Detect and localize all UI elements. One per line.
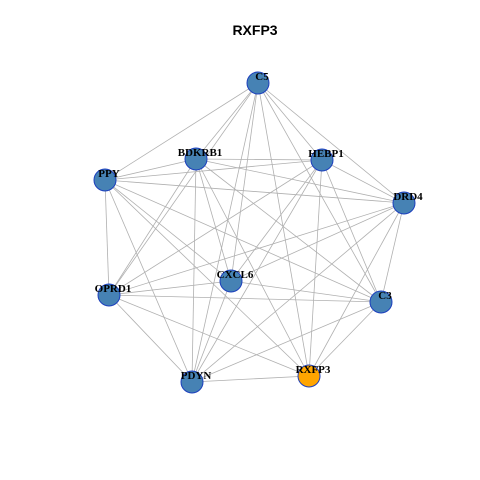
edge-ppy-cxcl6 <box>104 179 232 282</box>
edge-hebp1-drd4 <box>321 159 405 204</box>
edge-bdkrb1-ppy <box>104 158 197 181</box>
node-label: DRD4 <box>393 191 423 203</box>
node-circle <box>93 168 117 192</box>
node-label: BDKRB1 <box>178 147 223 159</box>
edge-bdkrb1-rxfp3 <box>195 158 310 377</box>
node-drd4: DRD4 <box>392 191 423 215</box>
node-label: PDYN <box>181 370 212 382</box>
edge-layer <box>104 82 405 383</box>
node-circle <box>97 283 121 307</box>
edge-c5-bdkrb1 <box>195 82 259 160</box>
graph-title: RXFP3 <box>232 22 277 38</box>
edge-bdkrb1-pdyn <box>191 158 197 383</box>
node-rxfp3: RXFP3 <box>296 364 331 388</box>
node-label: C3 <box>378 290 392 302</box>
node-circle <box>180 370 204 394</box>
node-circle <box>310 148 334 172</box>
node-circle <box>219 269 243 293</box>
edge-c5-oprd1 <box>108 82 259 296</box>
edge-drd4-rxfp3 <box>308 202 405 377</box>
edge-drd4-oprd1 <box>108 202 405 296</box>
edge-cxcl6-pdyn <box>191 280 232 383</box>
node-circle <box>392 191 416 215</box>
edge-c5-cxcl6 <box>230 82 259 282</box>
node-bdkrb1: BDKRB1 <box>178 147 223 171</box>
node-label: OPRD1 <box>95 283 132 295</box>
edge-ppy-rxfp3 <box>104 179 310 377</box>
node-ppy: PPY <box>93 168 120 192</box>
edge-oprd1-c3 <box>108 294 382 303</box>
node-circle <box>369 290 393 314</box>
edge-ppy-c3 <box>104 179 382 303</box>
node-label: CXCL6 <box>217 269 254 281</box>
node-label: C5 <box>255 71 269 83</box>
edge-ppy-drd4 <box>104 179 405 204</box>
edge-c5-c3 <box>257 82 382 303</box>
edge-hebp1-ppy <box>104 159 323 181</box>
edge-cxcl6-c3 <box>230 280 382 303</box>
node-circle <box>297 364 321 388</box>
edge-drd4-pdyn <box>191 202 405 383</box>
edge-pdyn-rxfp3 <box>191 375 310 383</box>
edge-bdkrb1-drd4 <box>195 158 405 204</box>
node-circle <box>184 147 208 171</box>
edge-drd4-cxcl6 <box>230 202 405 282</box>
edge-c5-rxfp3 <box>257 82 310 377</box>
node-circle <box>246 71 270 95</box>
edge-c3-rxfp3 <box>308 301 382 377</box>
node-label: RXFP3 <box>296 364 331 376</box>
edge-ppy-pdyn <box>104 179 193 383</box>
node-label: PPY <box>98 168 119 180</box>
node-oprd1: OPRD1 <box>95 283 132 307</box>
edge-oprd1-rxfp3 <box>108 294 310 377</box>
edge-cxcl6-oprd1 <box>108 280 232 296</box>
node-pdyn: PDYN <box>180 370 212 394</box>
node-c5: C5 <box>246 71 270 95</box>
edge-oprd1-pdyn <box>108 294 193 383</box>
edge-c5-hebp1 <box>257 82 323 161</box>
edge-hebp1-rxfp3 <box>308 159 323 377</box>
node-cxcl6: CXCL6 <box>217 269 254 293</box>
edge-drd4-c3 <box>380 202 405 303</box>
node-label: HEBP1 <box>308 148 343 160</box>
node-c3: C3 <box>369 290 393 314</box>
edge-hebp1-pdyn <box>191 159 323 383</box>
edge-bdkrb1-hebp1 <box>195 158 323 161</box>
edge-hebp1-cxcl6 <box>230 159 323 282</box>
edge-bdkrb1-c3 <box>195 158 382 303</box>
edge-c3-pdyn <box>191 301 382 383</box>
edge-c5-ppy <box>104 82 259 181</box>
edge-c5-drd4 <box>257 82 405 204</box>
edge-hebp1-c3 <box>321 159 382 303</box>
edge-bdkrb1-oprd1 <box>108 158 197 296</box>
node-hebp1: HEBP1 <box>308 148 344 172</box>
edge-ppy-oprd1 <box>104 179 110 296</box>
edge-bdkrb1-cxcl6 <box>195 158 232 282</box>
edge-c5-pdyn <box>191 82 259 383</box>
